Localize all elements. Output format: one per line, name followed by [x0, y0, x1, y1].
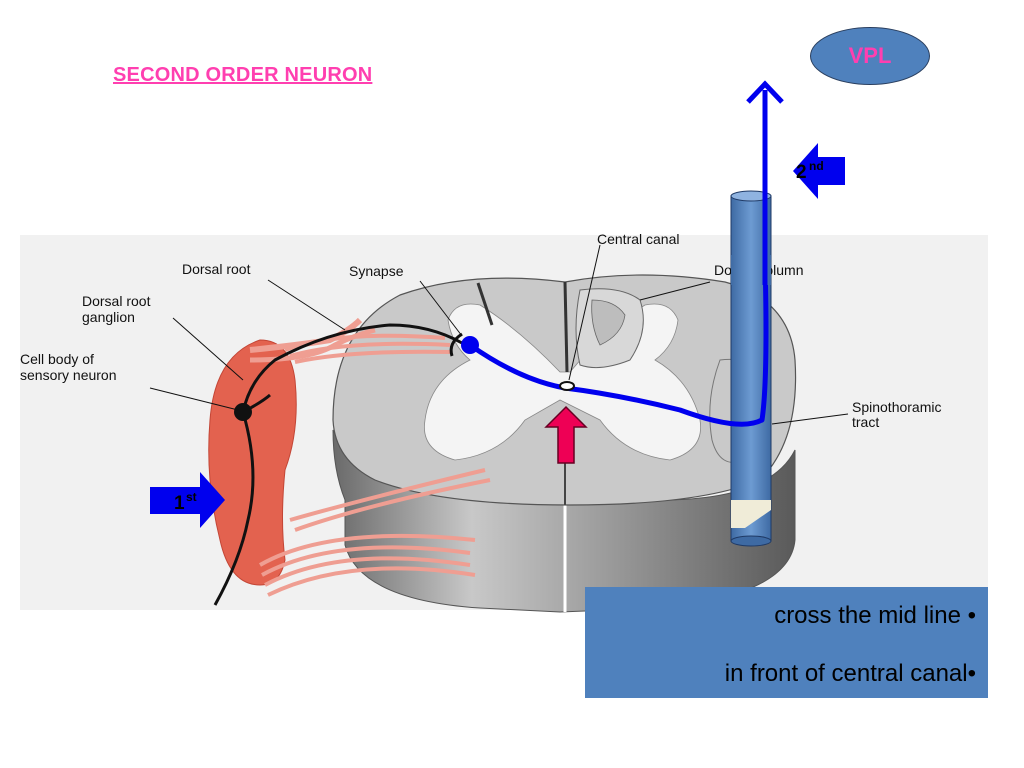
- label-central-canal: Central canal: [597, 231, 680, 247]
- vpl-nucleus: VPL: [810, 27, 930, 85]
- first-order-arrow: [150, 472, 225, 528]
- first-order-neuron: [213, 323, 463, 606]
- sensory-cell-body: [234, 403, 252, 421]
- label-dorsal-column: Dorsal column: [714, 262, 803, 278]
- dorsal-rootlets: [284, 333, 453, 364]
- crossing-up-arrow: [544, 405, 588, 464]
- second-order-neuron: [468, 90, 769, 427]
- label-cell-body-line1: Cell body of: [20, 351, 94, 367]
- second-order-arrow: [793, 143, 845, 199]
- label-spino-line1: Spinothoramic: [852, 399, 942, 415]
- info-line-central-canal: in front of central canal•: [724, 660, 976, 687]
- central-canal: [559, 381, 575, 391]
- ascending-arrowhead: [746, 80, 784, 104]
- label-spino-line2: tract: [852, 414, 879, 430]
- info-box: cross the mid line • in front of central…: [585, 587, 988, 698]
- label-drg-line1: Dorsal root: [82, 293, 151, 309]
- label-cell-body-line2: sensory neuron: [20, 367, 117, 383]
- first-order-label: 1: [174, 493, 185, 514]
- synapse-icon: [449, 332, 463, 357]
- first-order-sup: st: [186, 490, 197, 504]
- second-order-label: 2: [796, 162, 807, 183]
- ventral-rootlets: [259, 468, 491, 597]
- synapse-dot: [461, 336, 479, 354]
- second-order-sup: nd: [809, 159, 824, 173]
- label-synapse: Synapse: [349, 263, 404, 279]
- label-drg-line2: ganglion: [82, 309, 135, 325]
- slide-title: SECOND ORDER NEURON: [113, 64, 373, 86]
- info-line-cross-midline: cross the mid line •: [774, 602, 976, 629]
- label-dorsal-root: Dorsal root: [182, 261, 251, 277]
